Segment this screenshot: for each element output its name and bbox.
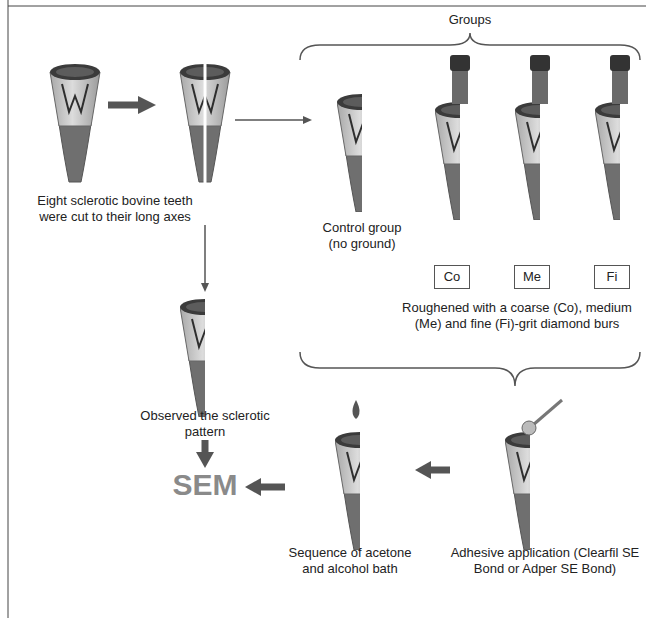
step-node: Sequence of acetone and alcohol bath [285, 395, 415, 577]
cut-line [204, 56, 207, 186]
tooth-drawing [180, 299, 230, 417]
block-arrow [261, 484, 285, 491]
group-note: Roughened with a coarse (Co), medium (Me… [392, 300, 642, 332]
tooth-drawing [435, 102, 485, 220]
box-text: Me [519, 269, 545, 285]
block-arrow [431, 467, 450, 474]
bur-drawing [450, 55, 470, 71]
tooth-drawing [337, 94, 387, 212]
frame-line [8, 0, 9, 618]
sem-node: SEM [165, 468, 245, 502]
node-caption: Sequence of acetone and alcohol bath [285, 545, 415, 577]
bur-drawing [452, 68, 468, 104]
bur-drawing [532, 68, 548, 104]
tooth-drawing [335, 432, 385, 550]
bur-drawing [612, 68, 628, 104]
tooth-drawing [50, 64, 100, 182]
drop-drawing [353, 400, 360, 419]
node-caption: Adhesive application (Clearfil SE Bond o… [450, 545, 640, 577]
tooth-drawing [505, 432, 555, 550]
box-text: Co [439, 269, 465, 285]
grit-box: Fi [594, 265, 630, 289]
group-brace [300, 352, 640, 386]
step-node: Eight sclerotic bovine teeth were cut to… [25, 58, 235, 225]
box-text: Fi [599, 269, 625, 285]
node-caption: Observed the sclerotic pattern [135, 408, 275, 440]
tooth-drawing [515, 102, 565, 220]
block-arrow [138, 96, 156, 114]
flow-arrow [204, 225, 206, 283]
applicator-drawing [533, 400, 562, 425]
node-caption: SEM [165, 468, 245, 502]
block-arrow [202, 440, 209, 452]
step-node: Adhesive application (Clearfil SE Bond o… [450, 395, 640, 577]
frame-line [8, 6, 646, 7]
group-brace [300, 33, 640, 60]
group-heading: Groups [430, 12, 510, 28]
block-arrow [108, 102, 138, 109]
applicator-drawing [522, 421, 536, 435]
flow-arrow [235, 119, 303, 121]
node-caption: Eight sclerotic bovine teeth were cut to… [30, 193, 200, 225]
step-node: Control group (no ground) [312, 80, 412, 252]
bur-drawing [530, 55, 550, 71]
step-node: Observed the sclerotic pattern [135, 292, 275, 440]
node-caption: Control group (no ground) [312, 220, 412, 252]
bur-drawing [610, 55, 630, 71]
grit-box: Me [514, 265, 550, 289]
tooth-drawing [595, 102, 645, 220]
grit-box: Co [434, 265, 470, 289]
